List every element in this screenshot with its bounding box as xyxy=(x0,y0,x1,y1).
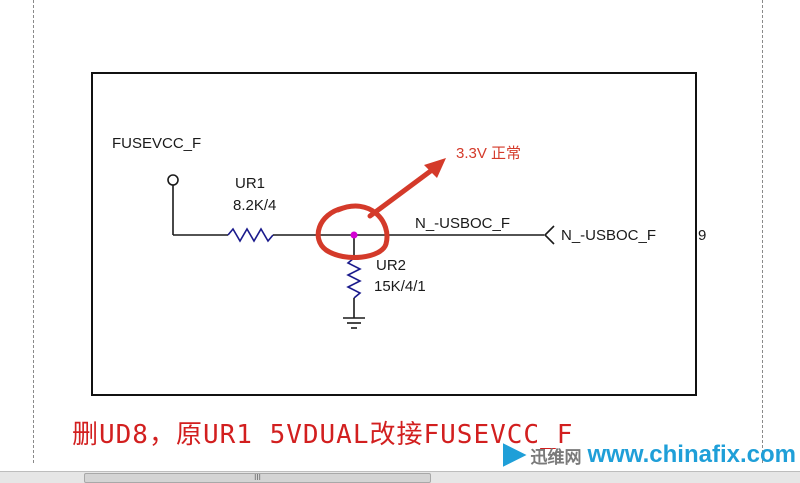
voltage-annotation: 3.3V 正常 xyxy=(456,145,522,162)
ur1-ref-label: UR1 xyxy=(235,175,266,192)
scrollbar-thumb[interactable]: III xyxy=(84,473,431,483)
right-dashed-border xyxy=(762,0,763,463)
resistor-ur1-zigzag xyxy=(227,227,274,243)
ur2-ref-label: UR2 xyxy=(376,257,407,274)
watermark-logo-icon xyxy=(502,443,527,467)
ur1-value-label: 8.2K/4 xyxy=(233,197,277,214)
off-page-connector-arrow xyxy=(543,225,555,245)
schematic-frame xyxy=(91,72,697,396)
ground-symbol xyxy=(343,317,365,329)
annotation-arrow-head xyxy=(424,158,446,178)
annotation-arrow-shaft xyxy=(367,164,439,219)
power-pin-terminal xyxy=(167,174,179,186)
watermark-url: www.chinafix.com xyxy=(587,441,797,468)
power-net-label: FUSEVCC_F xyxy=(112,135,202,152)
resistor-ur2-zigzag xyxy=(346,257,362,299)
ur2-value-label: 15K/4/1 xyxy=(374,278,426,295)
watermark-brand: 迅维网 xyxy=(530,447,582,467)
left-dashed-border xyxy=(33,0,34,463)
page-ref-label: 9 xyxy=(698,227,707,244)
junction-node xyxy=(350,231,358,239)
horizontal-scrollbar[interactable]: III xyxy=(0,471,800,483)
connector-label: N_-USBOC_F xyxy=(561,227,657,244)
signal-net-label: N_-USBOC_F xyxy=(415,215,511,232)
modification-caption: 删UD8，原UR1 5VDUAL改接FUSEVCC_F xyxy=(72,420,574,450)
watermark: 迅维网 www.chinafix.com xyxy=(502,441,797,469)
